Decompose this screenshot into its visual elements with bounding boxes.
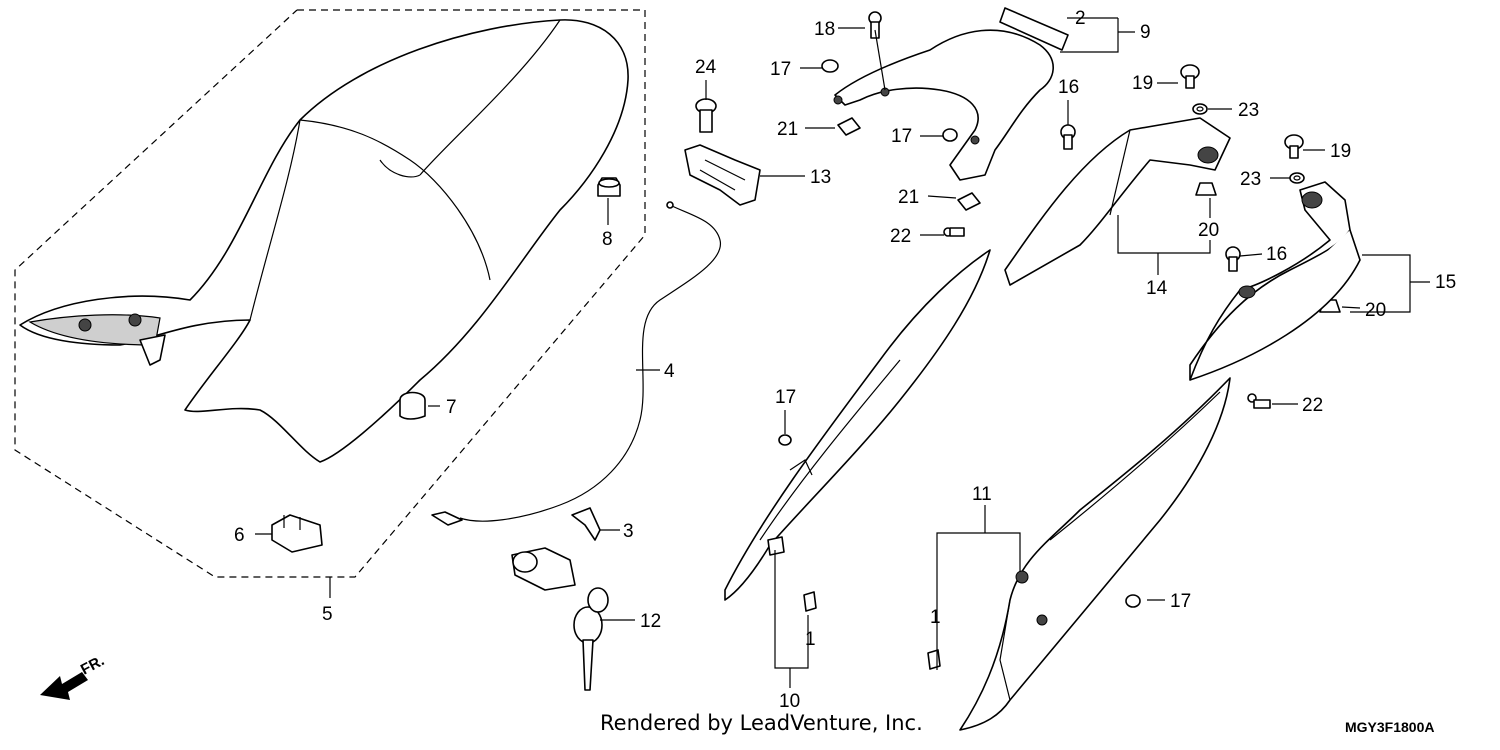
- part-1-clip-left: [803, 591, 817, 612]
- callout-24: 24: [695, 57, 717, 78]
- callout-17-top: 17: [770, 59, 791, 80]
- callout-21-top: 21: [777, 119, 798, 140]
- part-17-grommet-top: [821, 59, 839, 73]
- callout-4: 4: [664, 361, 675, 382]
- part-9-rear-cowl: [833, 7, 1069, 181]
- callout-12: 12: [640, 611, 661, 632]
- part-21-clip-top: [837, 117, 861, 136]
- callout-23-right: 23: [1240, 169, 1261, 190]
- callout-3: 3: [623, 521, 634, 542]
- part-22-screw-right: [1247, 393, 1271, 409]
- callout-labels: 18 2 9 17 21 17 21 22 24 13 8 7 4 6 5 3 …: [234, 8, 1456, 712]
- callout-5: 5: [322, 604, 333, 625]
- part-21-clip-mid: [957, 192, 981, 211]
- part-23-washer-right: [1289, 172, 1305, 184]
- front-arrow-icon: FR.: [40, 652, 107, 700]
- callout-13: 13: [810, 167, 831, 188]
- seat-assembly-boundary: [14, 9, 646, 578]
- part-11-side-cover-right: [959, 377, 1231, 731]
- part-3-clip: [571, 507, 601, 541]
- callout-8: 8: [602, 229, 613, 250]
- part-22-screw-left: [943, 227, 965, 237]
- part-17-grommet-mid: [942, 128, 958, 142]
- part-20-nut-top: [1195, 182, 1217, 196]
- credit-text: Rendered by LeadVenture, Inc.: [600, 711, 923, 735]
- part-1-clip-right: [927, 649, 941, 670]
- callout-2: 2: [1075, 8, 1086, 29]
- part-13-seat-lock: [684, 144, 761, 206]
- part-4-cable: [459, 204, 721, 522]
- callout-18: 18: [814, 19, 835, 40]
- callout-19-right: 19: [1330, 141, 1351, 162]
- callout-1-right: 1: [930, 607, 941, 628]
- diagram-code: MGY3F1800A: [1345, 719, 1435, 735]
- part-8-cushion: [597, 177, 621, 197]
- seat: [19, 19, 629, 463]
- callout-16-left: 16: [1058, 77, 1079, 98]
- callout-17-left: 17: [775, 387, 796, 408]
- part-16-bolt-left: [1060, 124, 1076, 150]
- callout-22-left: 22: [890, 226, 911, 247]
- part-12-key-set: [511, 547, 609, 691]
- callout-20-right: 20: [1365, 300, 1386, 321]
- leader-lines: [255, 17, 1430, 688]
- callout-21-mid: 21: [898, 187, 919, 208]
- part-19-bolt-top: [1180, 64, 1200, 89]
- part-23-washer-top: [1192, 103, 1208, 115]
- callout-20-top: 20: [1198, 220, 1219, 241]
- callout-6: 6: [234, 525, 245, 546]
- part-10-side-cover-left: [724, 249, 991, 601]
- callout-11: 11: [972, 484, 992, 505]
- callout-17-mid: 17: [891, 126, 912, 147]
- part-18-bolt: [868, 11, 882, 39]
- part-7-cushion: [399, 391, 426, 420]
- part-17-grommet-left: [778, 434, 792, 446]
- callout-1-left: 1: [805, 629, 816, 650]
- callout-22-right: 22: [1302, 395, 1323, 416]
- callout-19-top: 19: [1132, 73, 1153, 94]
- callout-14: 14: [1146, 278, 1168, 299]
- part-6-bracket: [271, 514, 323, 553]
- part-15-grab-rail-right: [1189, 181, 1361, 381]
- part-16-bolt-right: [1225, 246, 1241, 272]
- callout-17-bottom: 17: [1170, 591, 1191, 612]
- callout-10: 10: [779, 691, 800, 712]
- part-14-grab-rail-left: [1004, 117, 1231, 286]
- callout-9: 9: [1140, 22, 1151, 43]
- callout-16-right: 16: [1266, 244, 1287, 265]
- part-24-bolt: [695, 98, 717, 133]
- callout-7: 7: [446, 397, 457, 418]
- part-19-bolt-right: [1284, 134, 1304, 159]
- callout-15: 15: [1435, 272, 1456, 293]
- part-17-grommet-bottom: [1125, 594, 1141, 608]
- callout-23-top: 23: [1238, 100, 1259, 121]
